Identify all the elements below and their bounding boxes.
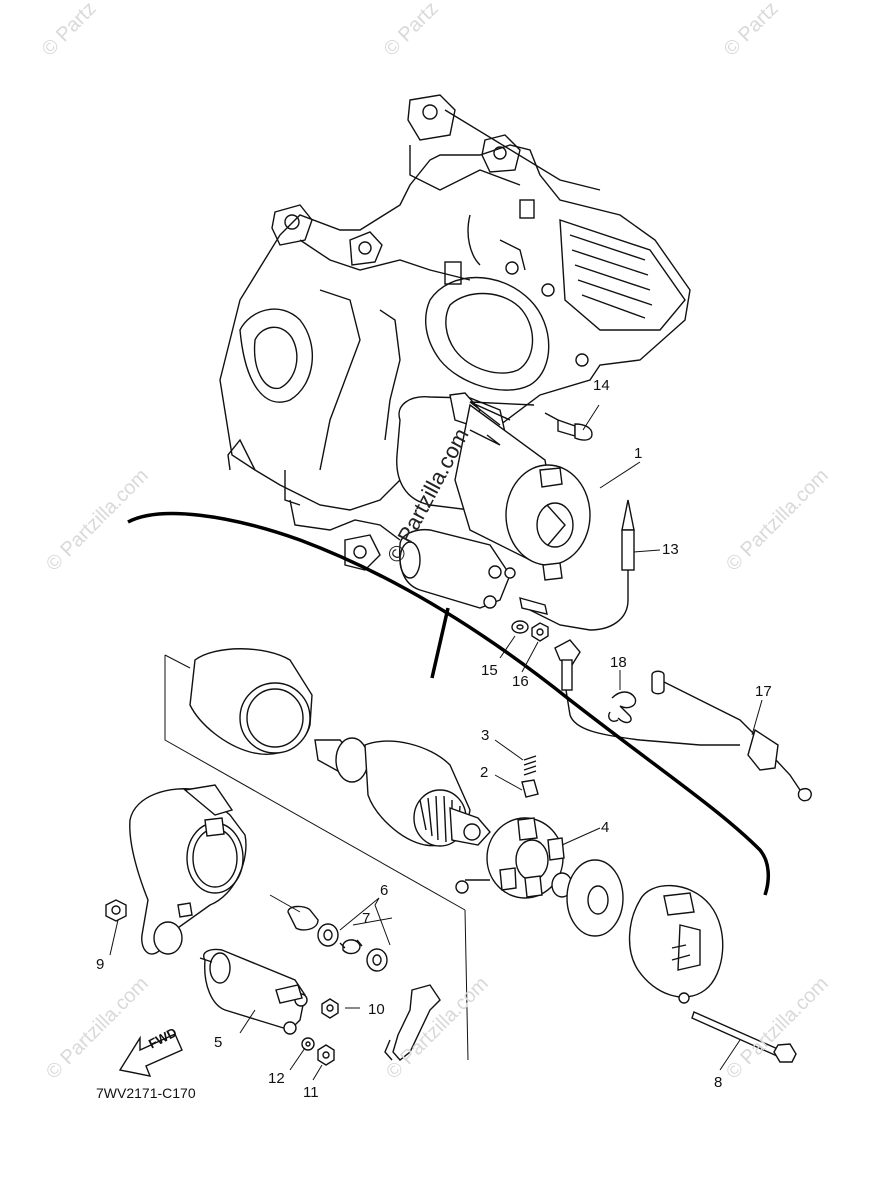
washers-6-7-drawing (287, 905, 388, 972)
fwd-arrow-shape (118, 1033, 183, 1077)
bolt-14-drawing (469, 401, 593, 441)
thrust-washers-drawing (551, 859, 624, 937)
washer-15-nut-16-drawing (511, 620, 549, 642)
callout-2: 2 (480, 764, 489, 781)
rear-cover-drawing (628, 884, 797, 1063)
nut-9-drawing (105, 899, 127, 922)
callout-11: 11 (303, 1084, 319, 1101)
clip-18-drawing (608, 691, 637, 724)
callout-16: 16 (512, 673, 529, 690)
divider-leader (430, 607, 450, 679)
brush-holder-drawing (455, 817, 565, 899)
callout-13: 13 (662, 541, 679, 558)
callout-12: 12 (268, 1070, 285, 1087)
brush-spring-drawing (521, 755, 539, 798)
divider-curve (127, 511, 771, 896)
solenoid-drawing (199, 948, 308, 1035)
callout-7: 7 (362, 910, 371, 927)
callout-3: 3 (481, 727, 490, 744)
callout-15: 15 (481, 662, 498, 679)
callout-5: 5 (214, 1034, 223, 1051)
leader-lines (109, 404, 763, 1081)
shift-lever-drawing (384, 984, 441, 1061)
lead-wire-13-drawing (519, 499, 635, 631)
crankcase-drawing (219, 94, 691, 571)
part-code: 7WV2171-C170 (96, 1085, 196, 1101)
wire-harness-17-drawing (554, 639, 812, 802)
callout-1: 1 (634, 445, 643, 462)
callout-14: 14 (593, 377, 610, 394)
nut-10-drawing (321, 998, 339, 1019)
callout-10: 10 (368, 1001, 385, 1018)
callout-6: 6 (380, 882, 389, 899)
nuts-11-12-drawing (301, 1037, 335, 1066)
armature-drawing (314, 737, 491, 847)
callout-9: 9 (96, 956, 105, 973)
front-bracket-drawing (129, 784, 247, 955)
callout-18: 18 (610, 654, 627, 671)
callout-17: 17 (755, 683, 772, 700)
yoke-drawing (189, 648, 313, 755)
exploded-box-lines (164, 654, 469, 1061)
starter-motor-assembly-drawing (396, 392, 591, 609)
callout-8: 8 (714, 1074, 723, 1091)
callout-4: 4 (601, 819, 610, 836)
